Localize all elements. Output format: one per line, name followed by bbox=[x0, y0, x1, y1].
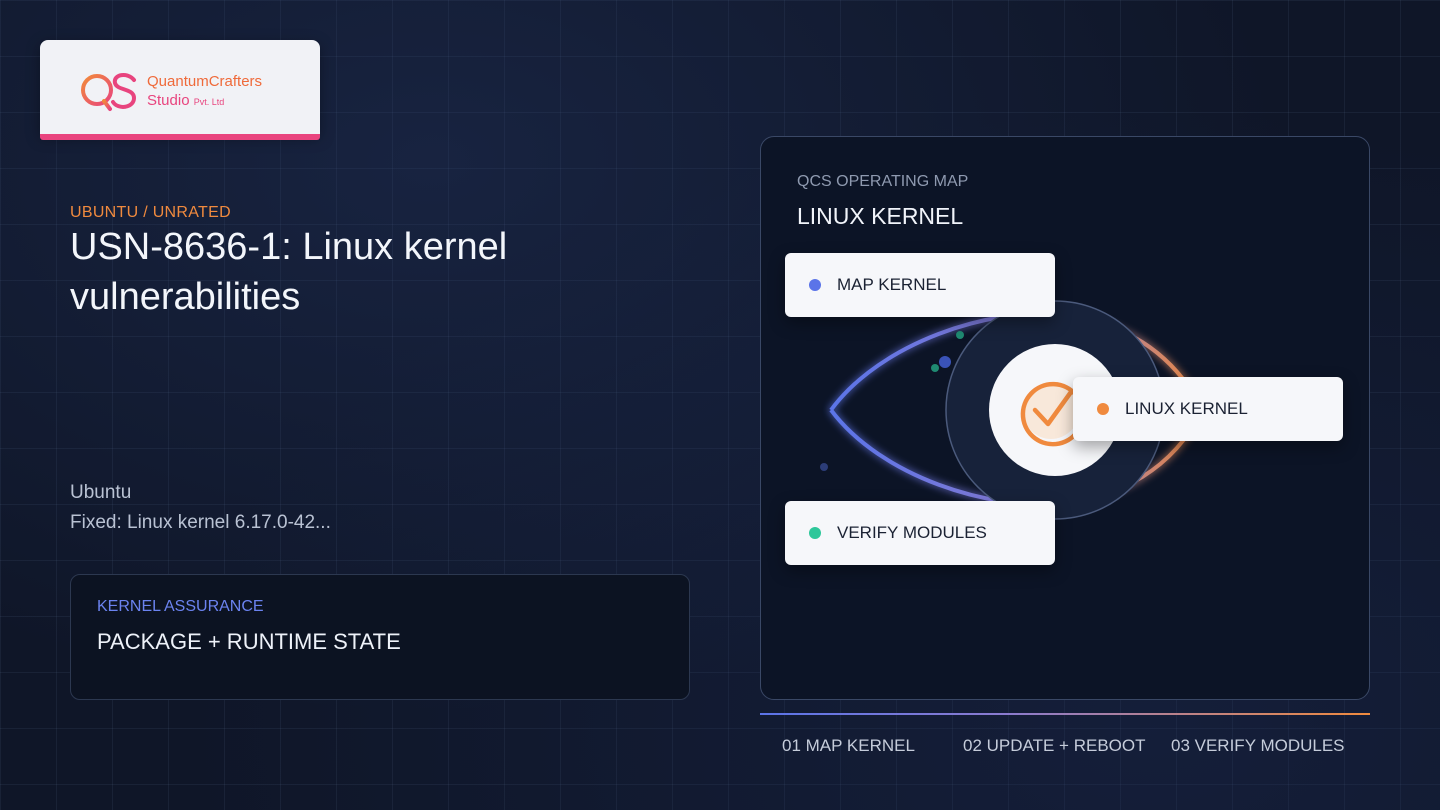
step-03: 03 VERIFY MODULES bbox=[1171, 736, 1345, 755]
assurance-value: PACKAGE + RUNTIME STATE bbox=[97, 629, 401, 654]
map-title: LINUX KERNEL bbox=[797, 203, 964, 229]
map-eyebrow: QCS OPERATING MAP bbox=[797, 173, 969, 190]
node-dot-orange bbox=[1097, 403, 1109, 415]
check-circle-icon bbox=[1020, 381, 1082, 447]
article-title: USN-8636-1: Linux kernel vulnerabilities bbox=[70, 226, 508, 318]
map-node-verify-modules[interactable]: VERIFY MODULES bbox=[785, 501, 1055, 565]
particle-dot bbox=[820, 463, 828, 471]
article-vendor: Ubuntu bbox=[70, 482, 132, 503]
logo-name-line2: Studio Pvt. Ltd bbox=[147, 92, 224, 111]
article-fixed-version: Fixed: Linux kernel 6.17.0-42... bbox=[70, 512, 331, 533]
kernel-assurance-card: KERNEL ASSURANCE PACKAGE + RUNTIME STATE bbox=[70, 574, 690, 700]
particle-dot bbox=[956, 331, 964, 339]
logo-name-suffix: Pvt. Ltd bbox=[193, 97, 225, 107]
logo-name-line1: QuantumCrafters bbox=[147, 73, 263, 90]
map-node-label: LINUX KERNEL bbox=[1125, 399, 1248, 418]
node-dot-blue bbox=[809, 279, 821, 291]
map-node-map-kernel[interactable]: MAP KERNEL bbox=[785, 253, 1055, 317]
particle-dot bbox=[931, 364, 939, 372]
steps-progress-line bbox=[760, 713, 1370, 715]
map-node-label: VERIFY MODULES bbox=[837, 523, 987, 542]
particle-dot bbox=[939, 356, 951, 368]
qs-logo-mark-icon bbox=[81, 73, 137, 111]
assurance-label: KERNEL ASSURANCE bbox=[97, 598, 264, 615]
map-node-label: MAP KERNEL bbox=[837, 275, 947, 294]
map-node-linux-kernel[interactable]: LINUX KERNEL bbox=[1073, 377, 1343, 441]
article-eyebrow: UBUNTU / UNRATED bbox=[70, 204, 231, 221]
node-dot-green bbox=[809, 527, 821, 539]
company-logo-card: QuantumCrafters Studio Pvt. Ltd bbox=[40, 40, 320, 140]
logo-name-studio: Studio bbox=[147, 92, 190, 109]
step-01: 01 MAP KERNEL bbox=[782, 736, 915, 755]
step-02: 02 UPDATE + REBOOT bbox=[963, 736, 1146, 755]
operating-map-panel: QCS OPERATING MAP LINUX KERNEL bbox=[760, 136, 1370, 700]
